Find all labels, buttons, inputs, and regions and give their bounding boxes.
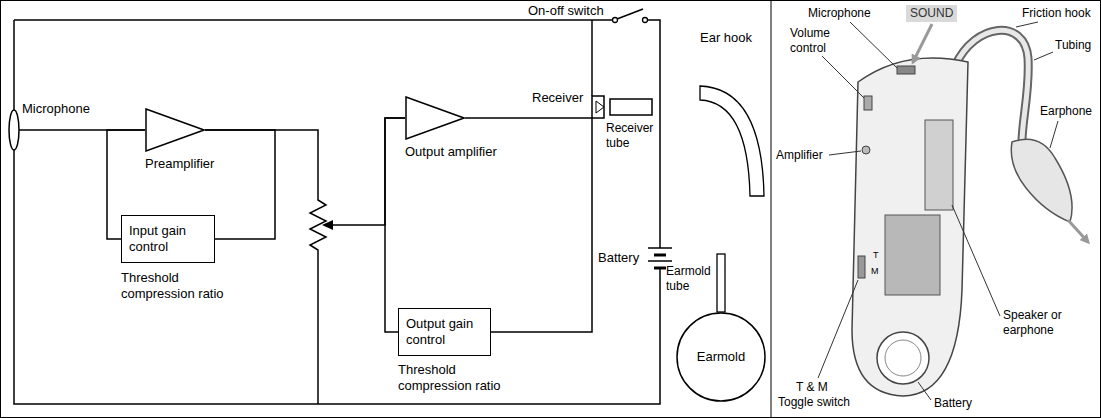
battery-plate: [654, 254, 666, 257]
amplifier-caption: Preamplifier: [145, 156, 214, 172]
part-label: T: [873, 250, 879, 261]
leader-lines: [818, 22, 1058, 400]
part-label: Toggle switch: [778, 395, 850, 410]
part-label: Volume control: [790, 26, 850, 55]
part-label: Microphone: [808, 6, 871, 21]
sound-arrow: [913, 24, 932, 62]
switch-contact: [643, 18, 648, 23]
earphone: [1011, 139, 1072, 222]
battery-plate: [648, 260, 672, 262]
part-label: Receiver tube: [606, 121, 660, 150]
part-label: T & M: [796, 380, 828, 395]
circuit-wires: [14, 9, 660, 404]
receiver-symbol: [596, 101, 604, 113]
resistor-symbol: [205, 130, 326, 404]
part-label: M: [871, 266, 879, 277]
wire-connector: [385, 118, 405, 332]
wire-connector: [205, 130, 275, 239]
microphone-symbol: [9, 110, 19, 150]
leader-line: [829, 151, 861, 155]
leader-line: [818, 280, 858, 378]
process-box: Output gain control: [398, 308, 491, 356]
part-label: Friction hook: [1022, 6, 1091, 21]
amplifier-triangle: [405, 96, 465, 140]
panel-divider: [771, 0, 772, 418]
leader-line: [850, 22, 897, 68]
volume-knob: [864, 96, 872, 110]
part-label: Earphone: [1040, 104, 1092, 119]
part-label: Tubing: [1055, 38, 1091, 53]
leader-line: [1034, 52, 1053, 60]
amplifier-triangle: [146, 109, 204, 151]
circle-outline: [677, 313, 765, 401]
part-label: Battery: [598, 250, 639, 266]
battery: [885, 340, 921, 376]
earmold-tube: [717, 254, 725, 312]
part-label: Speaker or earphone: [1003, 308, 1075, 337]
part-label: On-off switch: [528, 3, 604, 19]
part-label: Microphone: [22, 101, 90, 117]
leader-line: [918, 382, 931, 400]
node-label: Earmold: [697, 349, 745, 365]
part-label: Battery: [934, 396, 972, 411]
process-box: Input gain control: [121, 215, 215, 263]
node-label: Output amplifier: [405, 144, 497, 160]
leader-line: [1016, 22, 1038, 27]
switch-contact: [613, 18, 618, 23]
battery: [877, 332, 929, 384]
amplifier-triangle: [145, 108, 205, 152]
switch-lever: [617, 9, 643, 19]
part-label: Earmold tube: [666, 264, 714, 293]
node-label: Preamplifier: [145, 156, 214, 172]
hearing-aid-case: [852, 58, 968, 396]
part-label: Threshold compression ratio: [398, 362, 508, 394]
sound-tag: SOUND: [906, 5, 957, 22]
node-label: Output gain control: [406, 316, 483, 348]
amplifier-node: Output amplifier: [405, 96, 465, 140]
battery-plate: [648, 247, 672, 249]
part-label: Threshold compression ratio: [121, 270, 231, 302]
node-label: Input gain control: [129, 223, 207, 255]
leader-line: [822, 56, 864, 98]
battery-plate: [654, 267, 666, 270]
wire: [14, 20, 660, 404]
earmold-circle: Earmold: [676, 312, 766, 402]
amplifier-dial: [862, 146, 870, 154]
wire: [332, 118, 405, 225]
receiver-symbol: [592, 96, 604, 118]
wire: [14, 19, 613, 21]
circuit-board: [885, 215, 940, 295]
leader-line: [1050, 121, 1058, 148]
amplifier-caption: Output amplifier: [405, 144, 497, 160]
microphone: [897, 66, 915, 74]
amplifier-node: Preamplifier: [145, 108, 205, 152]
wiper-arrow: [322, 220, 333, 230]
receiver-tube: [610, 99, 652, 115]
speaker: [925, 120, 953, 210]
toggle-switch: [858, 256, 865, 278]
wire: [591, 20, 593, 96]
part-label: Amplifier: [776, 148, 823, 163]
sound-arrow: [1068, 220, 1088, 242]
leader-line: [952, 205, 1000, 316]
hearing-aid-illustration: [852, 24, 1088, 396]
ear-hook: [700, 86, 764, 196]
part-label: Receiver: [532, 90, 583, 106]
amplifier-triangle: [406, 97, 464, 139]
part-label: Ear hook: [700, 30, 752, 46]
